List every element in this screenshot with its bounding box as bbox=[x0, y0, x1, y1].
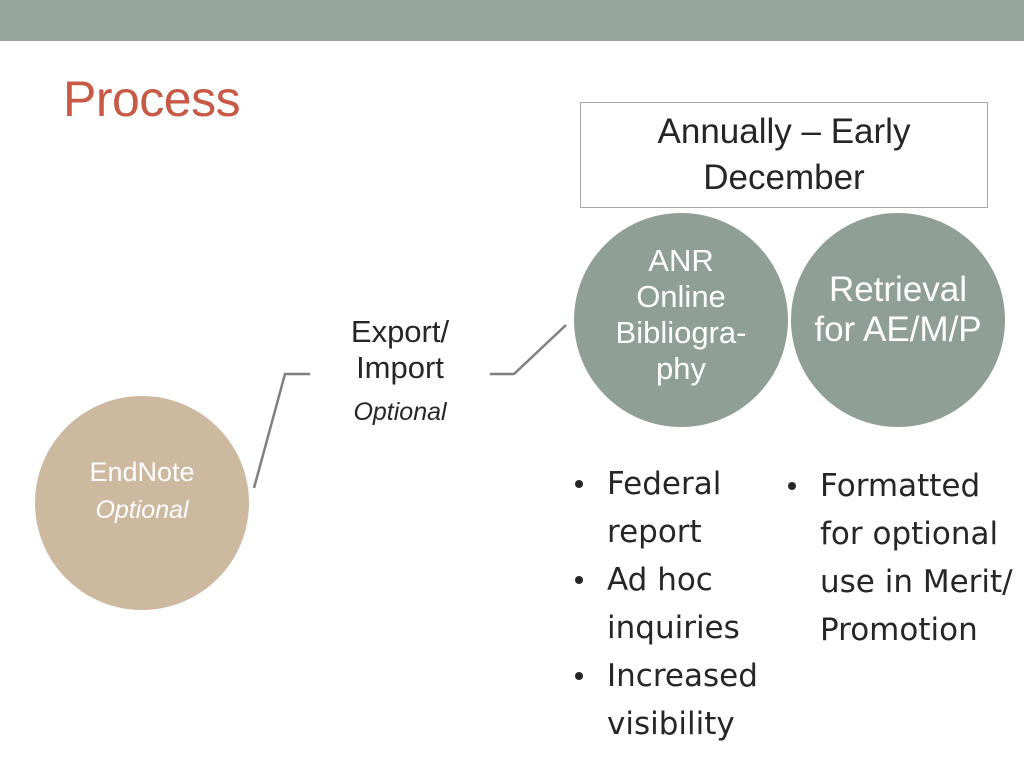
list-item: Formatted for optional use in Merit/ Pro… bbox=[786, 462, 1022, 654]
retrieval-label: Retrieval for AE/M/P bbox=[814, 270, 982, 349]
export-import-label: Export/ Import bbox=[350, 314, 450, 385]
anr-bibliography-node: ANR Online Bibliogra-phy bbox=[574, 213, 788, 427]
bullet-icon bbox=[575, 672, 583, 680]
endnote-label: EndNote bbox=[89, 457, 195, 487]
bullet-text: Increased visibility bbox=[607, 658, 758, 742]
retrieval-node: Retrieval for AE/M/P bbox=[791, 213, 1005, 427]
uses-bullet-list: Federal report Ad hoc inquiries Increase… bbox=[573, 460, 803, 748]
bullet-icon bbox=[788, 482, 796, 490]
bullet-text: Formatted for optional use in Merit/ Pro… bbox=[820, 468, 1013, 648]
list-item: Federal report bbox=[573, 460, 803, 556]
top-bar bbox=[0, 0, 1024, 41]
connector-export-to-anr bbox=[490, 324, 567, 376]
list-item: Increased visibility bbox=[573, 652, 803, 748]
bullet-icon bbox=[575, 480, 583, 488]
timing-box: Annually – Early December bbox=[580, 102, 988, 208]
bullet-text: Ad hoc inquiries bbox=[607, 562, 740, 646]
slide-title: Process bbox=[63, 71, 241, 127]
connector-endnote-to-export bbox=[252, 372, 310, 489]
list-item: Ad hoc inquiries bbox=[573, 556, 803, 652]
export-optional-label: Optional bbox=[353, 398, 447, 426]
endnote-optional-label: Optional bbox=[95, 496, 189, 524]
timing-label: Annually – Early December bbox=[657, 112, 911, 197]
anr-bibliography-label: ANR Online Bibliogra-phy bbox=[615, 243, 747, 386]
bullet-text: Federal report bbox=[607, 466, 722, 550]
bullet-icon bbox=[575, 576, 583, 584]
endnote-node: EndNote Optional bbox=[35, 396, 249, 610]
export-import-node: Export/ Import Optional bbox=[320, 314, 480, 438]
formatting-bullet-list: Formatted for optional use in Merit/ Pro… bbox=[786, 462, 1022, 654]
